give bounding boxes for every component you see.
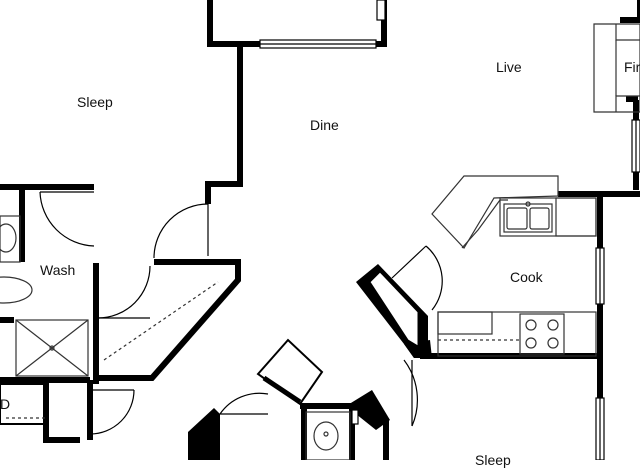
- kitchen-fixtures: [431, 175, 597, 357]
- door-pantry: [391, 245, 443, 311]
- door-closet-lower: [89, 389, 135, 435]
- window-top-right-frame: [376, 0, 386, 21]
- door-bedroom-lower: [403, 359, 418, 427]
- kitchen-sink: [503, 203, 553, 233]
- hall-counter-dash: [103, 281, 219, 361]
- window-kitchen: [595, 247, 605, 305]
- sink-upper: [0, 223, 17, 253]
- room-label-sleep-lower: Sleep: [475, 452, 511, 468]
- door-dine-hall: [153, 203, 209, 259]
- sink-lower: [313, 421, 339, 451]
- vanity-upper: [0, 215, 21, 263]
- wall-masses: [188, 96, 638, 460]
- room-label-sleep-upper: Sleep: [77, 94, 113, 110]
- wall-hall-angle: [96, 259, 241, 381]
- door-wash-lower: [96, 265, 151, 319]
- wall-lower-bath: [300, 403, 355, 460]
- closet-box: [0, 383, 47, 425]
- wall-pantry-tip: [404, 340, 432, 358]
- windows: [259, 0, 640, 460]
- doors: [39, 191, 443, 435]
- fireplace: [593, 23, 640, 113]
- faucet: [525, 201, 531, 207]
- bathtub-oval: [0, 276, 33, 304]
- shower: [15, 319, 89, 377]
- wall-fire-column: [626, 96, 638, 102]
- wall-closet-left: [43, 380, 80, 443]
- pantry-interior: [369, 271, 419, 347]
- vanity-lower: [305, 411, 351, 460]
- wall-right-upper: [620, 0, 640, 23]
- window-bedroom-right: [595, 397, 605, 460]
- bath-fixtures: [0, 215, 351, 460]
- door-bath-upper: [39, 191, 95, 247]
- wall-dine-left: [205, 44, 243, 204]
- room-label-fireplace: Fir: [624, 59, 640, 75]
- wall-lower-mid-mass: [346, 390, 390, 430]
- room-label-cook: Cook: [510, 269, 543, 285]
- room-label-wash: Wash: [40, 262, 76, 278]
- fridge: [555, 197, 597, 237]
- wall-closet-top: [207, 0, 260, 47]
- window-top-closet: [259, 39, 377, 49]
- door-lower-bath: [219, 392, 269, 415]
- room-label-live: Live: [496, 59, 522, 75]
- stove: [519, 313, 565, 355]
- room-label-dine: Dine: [310, 117, 339, 133]
- kitchen-island: [431, 175, 559, 249]
- window-lower-small: [351, 409, 359, 425]
- room-label-closet: D: [0, 396, 11, 412]
- kitchen-counter-edge: [461, 199, 508, 249]
- window-right-upper: [631, 119, 640, 173]
- wall-lower-left-mass: [188, 408, 220, 460]
